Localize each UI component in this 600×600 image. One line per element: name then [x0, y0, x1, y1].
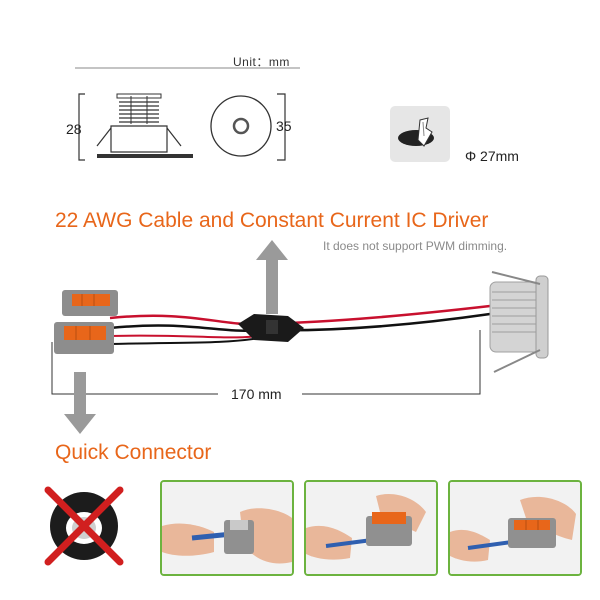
cable-length-label: 170 mm	[227, 386, 286, 402]
pwm-note: It does not support PWM dimming.	[323, 239, 508, 253]
step-photo-insert	[160, 480, 294, 576]
unit-label: Unit：mm	[233, 55, 290, 69]
hand-lever-illustration	[306, 482, 436, 574]
front-view-drawing	[210, 93, 286, 161]
no-tape-icon	[44, 486, 124, 566]
down-arrow-icon	[64, 372, 96, 434]
up-arrow-icon	[256, 240, 288, 314]
quick-connector-title: Quick Connector	[55, 441, 212, 464]
step-photo-locked	[448, 480, 582, 576]
diameter-label: Φ 27mm	[465, 148, 519, 164]
driver-headline: 22 AWG Cable and Constant Current IC Dri…	[55, 209, 489, 232]
height-label: 28	[66, 121, 82, 137]
hand-locked-illustration	[450, 482, 580, 574]
hand-insert-illustration	[162, 482, 292, 574]
side-view-drawing	[78, 93, 193, 161]
step-photo-open-lever	[304, 480, 438, 576]
width-label: 35	[276, 118, 292, 134]
product-assembly	[51, 271, 549, 395]
unit-line	[75, 67, 300, 69]
cutout-hole-icon	[390, 106, 450, 162]
